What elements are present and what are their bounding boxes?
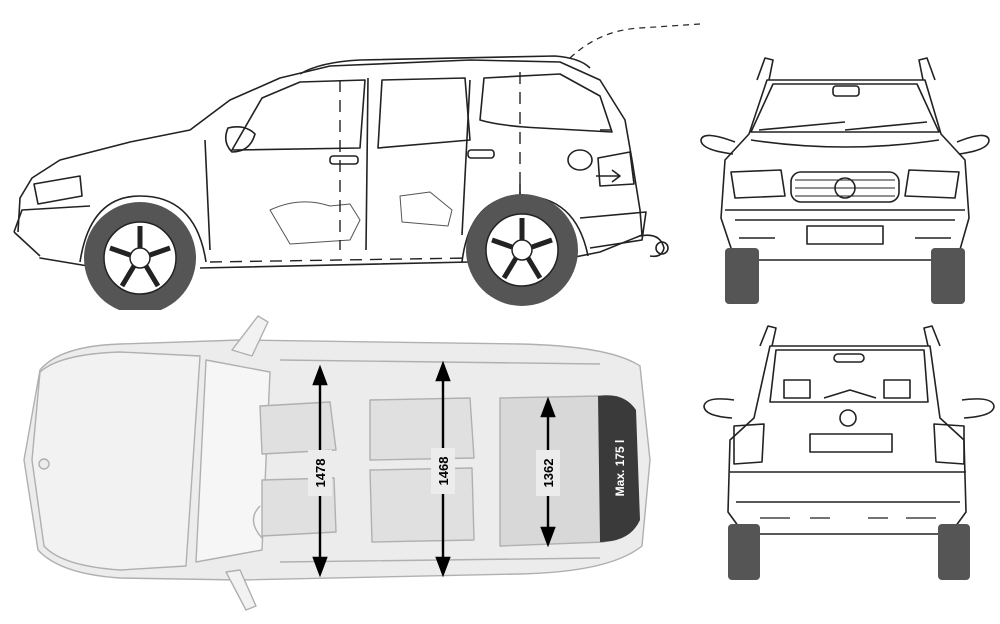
right-mirror-top	[225, 569, 257, 611]
tow-hitch	[639, 234, 665, 258]
rear-window	[769, 349, 929, 403]
roof-rail	[299, 55, 591, 75]
front-bumper-line	[725, 209, 965, 221]
open-tailgate-outline	[569, 23, 700, 59]
rear-wiper	[823, 389, 877, 399]
rear-bumper-line	[730, 471, 966, 503]
dim-arrowhead-rear-bottom	[435, 556, 451, 578]
rear-bumper	[579, 211, 647, 249]
label-rear-headroom: 1468	[436, 457, 451, 486]
left-headlight	[730, 169, 786, 199]
front-seat-outline	[269, 201, 361, 245]
right-headlight	[904, 169, 960, 199]
left-mirror-top	[231, 315, 269, 357]
right-tail-light	[933, 423, 965, 465]
rear-window	[377, 77, 471, 149]
front-bumper	[13, 205, 91, 257]
headlight	[33, 175, 83, 205]
windshield	[750, 83, 940, 133]
windshield-top	[195, 359, 271, 563]
rear-seats-top	[369, 397, 475, 543]
side-mirror	[224, 126, 256, 153]
front-window	[231, 79, 366, 151]
top-view: 1478 1468 1362 Max. 175 l	[23, 315, 651, 611]
front-wheel	[84, 202, 196, 310]
front-view	[700, 57, 990, 304]
rear-view-mirror	[832, 85, 860, 97]
grille	[790, 171, 900, 203]
side-view	[13, 23, 700, 310]
door-line-front	[204, 139, 211, 251]
rear-roof-rails	[759, 325, 941, 347]
third-brake-light	[833, 353, 865, 363]
left-mirror	[700, 134, 736, 155]
label-cargo-length: 1362	[541, 459, 556, 488]
steering-wheel-top	[252, 505, 263, 539]
front-license-plate	[806, 225, 884, 245]
label-front-headroom: 1478	[313, 459, 328, 488]
door-line-middle	[365, 77, 369, 251]
right-mirror	[956, 134, 990, 155]
right-rear-mirror	[961, 398, 995, 419]
tailgate-arrow	[596, 169, 621, 183]
rear-view	[703, 325, 995, 580]
front-star-emblem	[834, 177, 856, 199]
interior-dash-lines	[209, 72, 620, 263]
left-rear-mirror	[703, 398, 735, 419]
front-door-handle	[329, 155, 359, 165]
tail-light	[597, 151, 635, 187]
rear-seat-headrests	[783, 379, 911, 399]
front-roof-rails	[756, 57, 936, 81]
dimension-labels: 1478 1468 1362 Max. 175 l	[308, 440, 627, 497]
front-wheel-arch	[79, 195, 207, 263]
fuel-cap	[567, 149, 593, 171]
grille-bars	[795, 179, 895, 197]
door-line-rear	[461, 79, 471, 236]
rear-wheel	[466, 194, 578, 306]
rear-license-plate	[809, 433, 893, 453]
dim-arrowhead-cargo-bottom	[540, 526, 556, 548]
quarter-window	[479, 73, 613, 133]
cargo-panel	[598, 395, 640, 542]
left-tail-light	[733, 423, 765, 465]
dim-arrowhead-rear-top	[435, 360, 451, 382]
tow-ball	[655, 241, 669, 255]
label-cargo-volume: Max. 175 l	[613, 440, 627, 497]
hood-area	[31, 351, 201, 571]
dim-arrowhead-front-top	[312, 364, 328, 386]
dim-arrowhead-cargo-top	[540, 396, 556, 418]
rear-star-emblem	[839, 409, 857, 427]
front-view-tires	[725, 248, 965, 304]
rear-seat-outline	[399, 191, 453, 227]
dim-arrowhead-front-bottom	[312, 556, 328, 578]
rear-view-tires	[728, 524, 970, 580]
top-hood-emblem	[38, 458, 50, 470]
front-body-outline	[720, 79, 970, 261]
rear-door-handle	[467, 149, 495, 159]
hood-line	[750, 139, 940, 148]
wipers	[758, 121, 928, 131]
side-body-outline	[17, 59, 643, 269]
